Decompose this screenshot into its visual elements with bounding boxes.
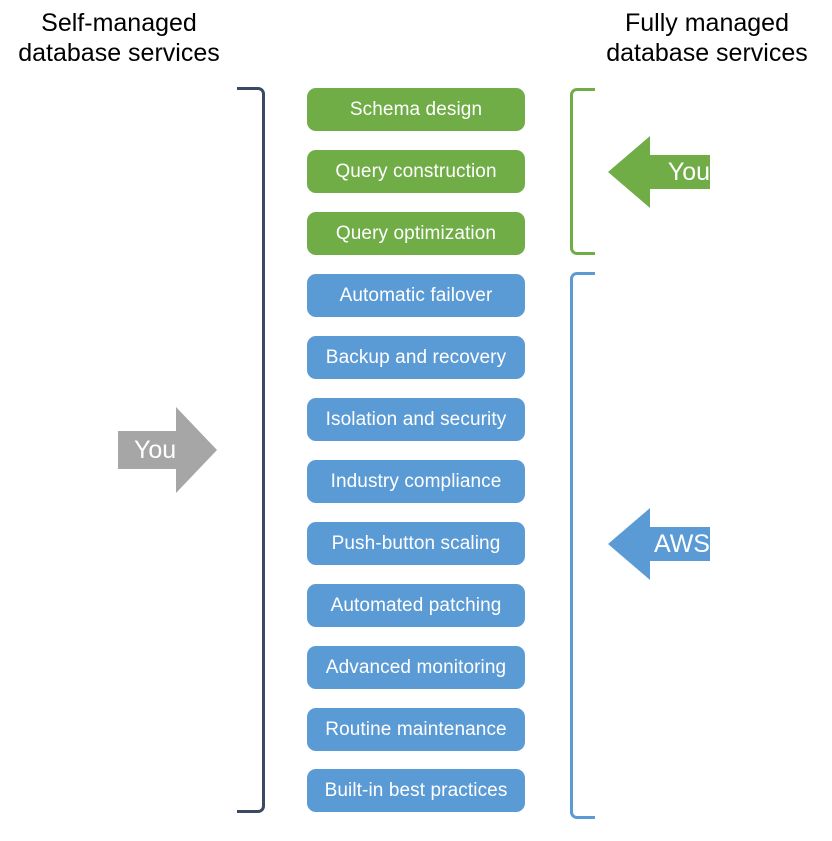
feature-pill-automated-patching[interactable]: Automated patching [307, 584, 525, 627]
bracket-fully-managed-provider [570, 272, 595, 819]
column-title-self-managed-line2: database services [18, 39, 220, 67]
feature-pill-routine-maintenance[interactable]: Routine maintenance [307, 708, 525, 751]
feature-pill-push-button-scaling[interactable]: Push-button scaling [307, 522, 525, 565]
feature-pill-built-in-best-practices[interactable]: Built-in best practices [307, 769, 525, 812]
feature-pill-advanced-monitoring[interactable]: Advanced monitoring [307, 646, 525, 689]
arrow-right-you-self-managed: You [118, 407, 217, 493]
column-title-self-managed: Self-managed database services [8, 8, 230, 68]
column-title-self-managed-line1: Self-managed [41, 9, 197, 37]
feature-pill-backup-and-recovery[interactable]: Backup and recovery [307, 336, 525, 379]
column-title-fully-managed-line1: Fully managed [625, 9, 789, 37]
arrow-left-aws: AWS [608, 508, 710, 580]
column-title-fully-managed: Fully managed database services [596, 8, 818, 68]
bracket-self-managed [237, 87, 265, 813]
arrow-left-you-fully-managed: You [608, 136, 710, 208]
arrow-right-icon [118, 407, 217, 493]
arrow-left-icon [608, 508, 710, 580]
feature-pill-automatic-failover[interactable]: Automatic failover [307, 274, 525, 317]
column-title-fully-managed-line2: database services [606, 39, 808, 67]
feature-pill-query-optimization[interactable]: Query optimization [307, 212, 525, 255]
feature-pill-schema-design[interactable]: Schema design [307, 88, 525, 131]
bracket-fully-managed-customer [570, 88, 595, 255]
feature-pill-query-construction[interactable]: Query construction [307, 150, 525, 193]
feature-pill-industry-compliance[interactable]: Industry compliance [307, 460, 525, 503]
feature-pill-isolation-and-security[interactable]: Isolation and security [307, 398, 525, 441]
arrow-left-icon [608, 136, 710, 208]
